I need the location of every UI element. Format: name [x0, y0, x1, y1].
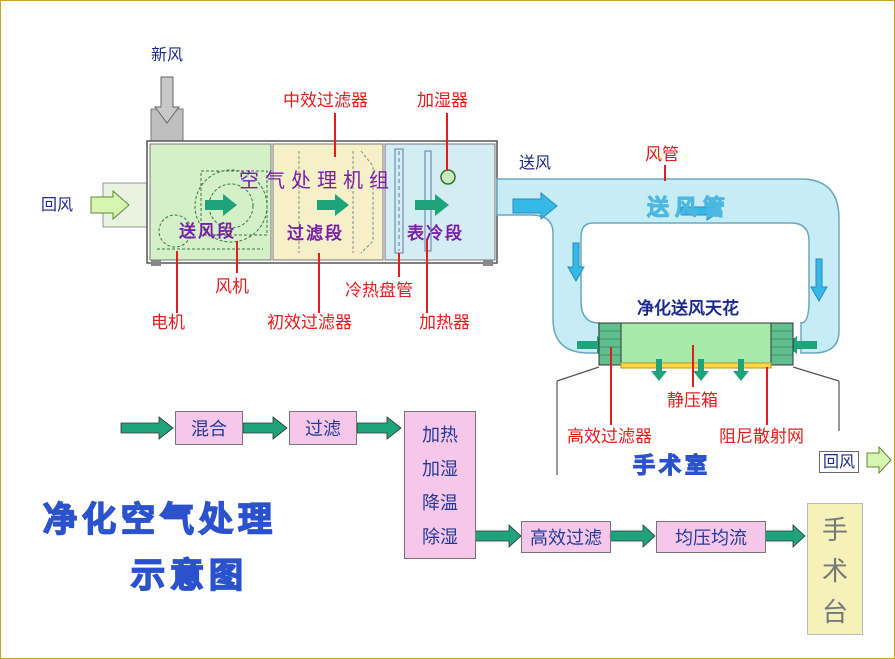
flow-mix-box: 混合	[175, 411, 243, 445]
damping-screen-label: 阻尼散射网	[719, 427, 804, 447]
primary-filter-label: 初效过滤器	[267, 313, 352, 333]
medium-filter-label: 中效过滤器	[283, 91, 368, 111]
treat-line-2: 加湿	[422, 459, 458, 480]
flow-treat-box: 加热 加湿 降温 除湿	[404, 411, 476, 559]
flow-equalize-box: 均压均流	[656, 521, 766, 553]
air-handling-unit	[146, 140, 498, 266]
return-air-outlet-right	[866, 445, 892, 475]
clean-ceiling-box	[598, 322, 794, 381]
humidifier-label: 加湿器	[417, 91, 468, 111]
fan-label: 风机	[215, 277, 249, 297]
ahu-title: 空气处理机组	[239, 168, 395, 192]
svg-text:净化空气处理: 净化空气处理	[43, 500, 277, 540]
air-duct-label: 风管	[645, 145, 679, 165]
fresh-air-inlet	[150, 76, 184, 142]
hepa-filter-label: 高效过滤器	[567, 427, 652, 447]
supply-air-label: 送风	[519, 153, 552, 172]
heater-label: 加热器	[419, 313, 470, 333]
flow-filter-box: 过滤	[289, 411, 357, 445]
cooling-section-label: 表冷段	[407, 224, 464, 244]
fan-section-label: 送风段	[179, 222, 236, 242]
clean-ceiling-label: 净化送风天花	[637, 299, 739, 319]
return-air-inlet-left	[90, 182, 150, 228]
flow-hepa-box: 高效过滤	[521, 521, 611, 553]
motor-label: 电机	[151, 313, 185, 333]
operating-table-box: 手 术 台	[807, 503, 863, 635]
table-char-1: 手	[821, 515, 848, 546]
operating-room-title: 手术室	[633, 453, 711, 479]
coil-label: 冷热盘管	[345, 281, 413, 301]
supply-duct-title: 送风管	[647, 195, 731, 221]
treat-line-4: 除湿	[422, 527, 458, 548]
filter-section-label: 过滤段	[287, 224, 344, 244]
treat-line-3: 降温	[422, 493, 458, 514]
return-air-right-label: 回风	[819, 451, 860, 473]
static-box-label: 静压箱	[667, 391, 718, 411]
diagram-title: 净化空气处理 示意图	[42, 499, 277, 597]
treat-line-1: 加热	[422, 425, 458, 446]
svg-text:示意图: 示意图	[131, 556, 248, 596]
return-air-left-label: 回风	[41, 195, 74, 214]
table-char-2: 术	[821, 556, 848, 587]
operating-room-walls	[556, 366, 840, 475]
table-char-3: 台	[821, 597, 848, 628]
fresh-air-label: 新风	[151, 45, 184, 64]
